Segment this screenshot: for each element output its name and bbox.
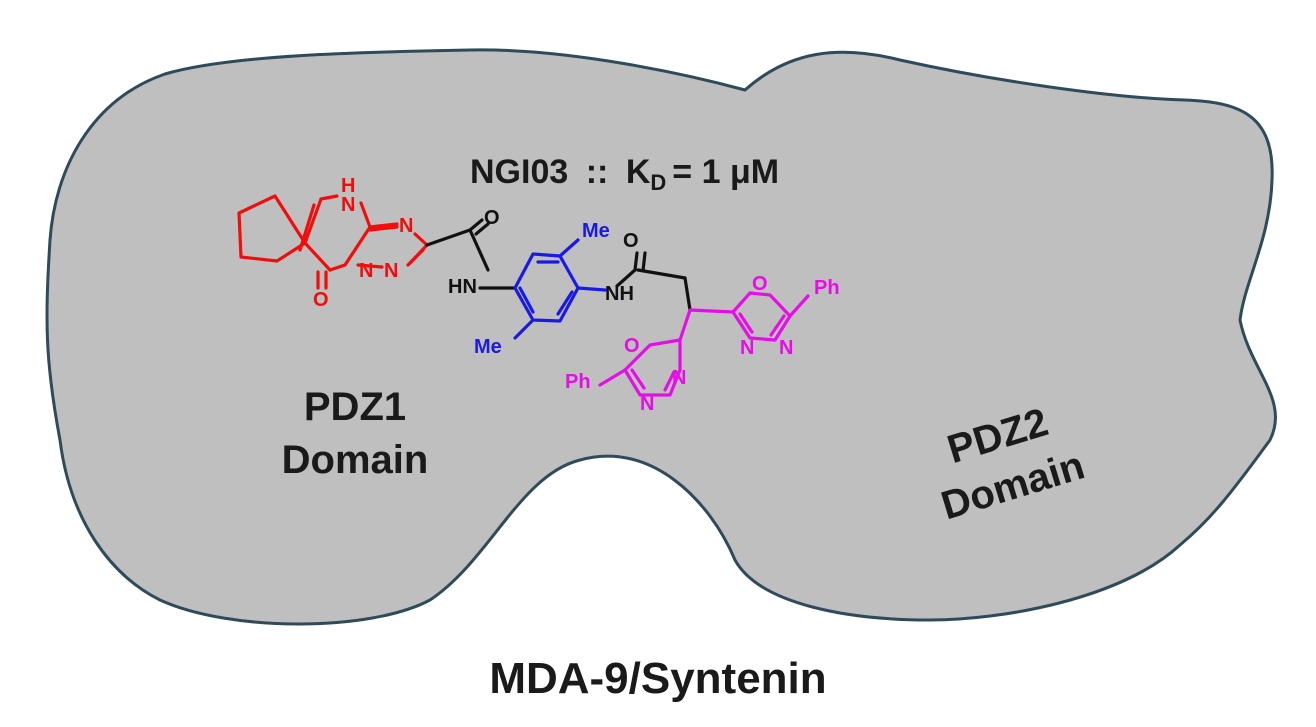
red-fragment — [237, 194, 429, 290]
atom-h-label: H — [341, 175, 355, 197]
atom-n-label: N — [341, 194, 355, 216]
black-linker — [425, 218, 692, 312]
protein-blob — [45, 48, 1277, 626]
atom-nh-label: NH — [605, 283, 634, 305]
atom-o-label: O — [484, 207, 500, 229]
protein-name: MDA-9/Syntenin — [489, 654, 826, 703]
atom-o-label: O — [624, 335, 640, 357]
atom-n-label: N — [672, 367, 686, 389]
atom-n-label: N — [740, 337, 754, 359]
atom-hn-label: HN — [448, 276, 477, 298]
compound-title: NGI03 :: KD= 1 μM — [470, 153, 779, 195]
atom-labels: H N N N N O O HN NH O Me Me O N N Ph O N… — [313, 175, 840, 415]
blue-fragment — [513, 238, 607, 340]
pdz1-label-line2: Domain — [282, 438, 429, 482]
methyl-label: Me — [474, 336, 502, 358]
atom-o-label: O — [313, 289, 329, 311]
phenyl-label: Ph — [814, 277, 840, 299]
atom-n-label: N — [384, 260, 398, 282]
pdz1-label-line1: PDZ1 — [304, 385, 406, 429]
atom-o-label: O — [752, 273, 768, 295]
atom-n-label: N — [640, 393, 654, 415]
atom-o-label: O — [623, 230, 639, 252]
phenyl-label: Ph — [565, 371, 591, 393]
methyl-label: Me — [582, 220, 610, 242]
atom-n-label: N — [399, 215, 413, 237]
atom-n-label: N — [359, 260, 373, 282]
magenta-fragment — [598, 291, 810, 397]
atom-n-label: N — [779, 337, 793, 359]
